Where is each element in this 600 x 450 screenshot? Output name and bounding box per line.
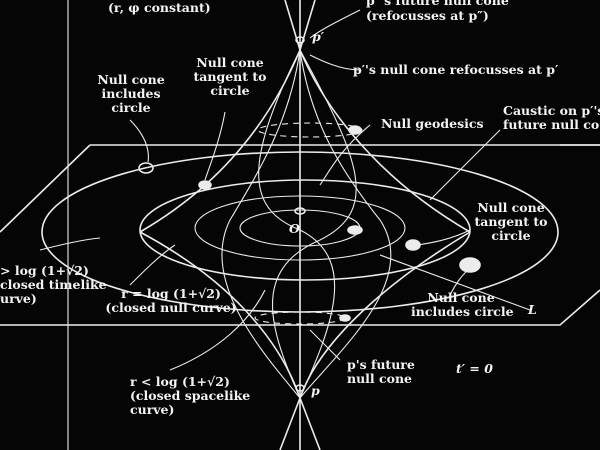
null-geodesic-2 bbox=[272, 49, 357, 399]
small-null-cone-center-right bbox=[347, 225, 363, 235]
bottom-cone-line-right bbox=[299, 397, 321, 450]
label-null-cone-tangent-right: Null cone tangent to circle bbox=[474, 200, 548, 243]
label-caustic: Caustic on p′'s future null co bbox=[503, 103, 600, 132]
arrow-spacelike bbox=[169, 289, 266, 371]
line-L bbox=[379, 254, 531, 311]
label-spacelike: r < log (1+√2) (closed spacelike curve) bbox=[130, 374, 251, 417]
arrow-refocus bbox=[309, 54, 361, 71]
label-null-geodesics: Null geodesics bbox=[381, 116, 484, 131]
plane-left-edge bbox=[0, 144, 91, 233]
label-null-cone-tangent-top: Null cone tangent to circle bbox=[193, 55, 267, 98]
small-null-cone-includes-right bbox=[459, 257, 481, 273]
arrow-timelike bbox=[39, 237, 101, 251]
label-p-future-cone: p's future null cone bbox=[347, 357, 415, 386]
label-top-right-1: p″'s future null cone bbox=[366, 0, 509, 8]
small-null-cone-left bbox=[138, 162, 154, 174]
bottom-cone-line-left bbox=[279, 397, 301, 450]
arrow-p-future bbox=[309, 329, 341, 361]
null-geodesic-3 bbox=[299, 49, 392, 399]
inner-circle bbox=[194, 195, 406, 261]
p-prime-cone bbox=[295, 36, 305, 44]
p-cone bbox=[295, 384, 305, 392]
outer-closed-timelike-circle bbox=[41, 151, 559, 313]
label-origin: O bbox=[289, 221, 300, 236]
label-timelike: > log (1+√2) closed timelike urve) bbox=[0, 263, 107, 306]
arrow-null-geodesics bbox=[319, 124, 371, 186]
label-null-curve: r = log (1+√2) (closed null curve) bbox=[105, 286, 237, 315]
arrow-caustic bbox=[429, 129, 501, 201]
label-p-prime: p′ bbox=[312, 29, 325, 44]
null-geodesic-1 bbox=[258, 49, 336, 399]
label-t-prime: t′ = 0 bbox=[456, 361, 493, 376]
upper-cone-left bbox=[139, 49, 301, 233]
upper-small-cone bbox=[348, 125, 362, 135]
label-L: L bbox=[528, 302, 537, 317]
label-null-cone-includes-right: Null cone includes circle bbox=[411, 290, 514, 319]
lower-small-cone bbox=[339, 314, 351, 322]
label-null-cone-includes-left: Null cone includes circle bbox=[97, 72, 165, 115]
arrow-includes-right bbox=[449, 269, 469, 296]
label-top-right-2: (refocusses at p″) bbox=[366, 8, 489, 23]
plane-bottom-edge bbox=[0, 289, 600, 326]
small-null-cone-tangent-right bbox=[405, 239, 421, 251]
arrow-top-right bbox=[309, 9, 361, 39]
label-refocus: p′'s null cone refocusses at p′ bbox=[353, 62, 559, 77]
label-p: p bbox=[311, 383, 320, 398]
small-null-cone-tangent-top bbox=[198, 180, 212, 190]
arrow-tangent-right bbox=[417, 229, 471, 246]
upper-cone-section bbox=[257, 122, 363, 138]
null-geodesic-4 bbox=[221, 49, 301, 399]
arrow-left-includes bbox=[129, 119, 149, 163]
upper-cone-right bbox=[299, 49, 471, 233]
origin-cone bbox=[294, 207, 306, 215]
arrow-tangent-top bbox=[204, 111, 226, 181]
arrow-null-curve bbox=[129, 244, 176, 286]
label-top-left: (r, φ constant) bbox=[108, 0, 211, 15]
